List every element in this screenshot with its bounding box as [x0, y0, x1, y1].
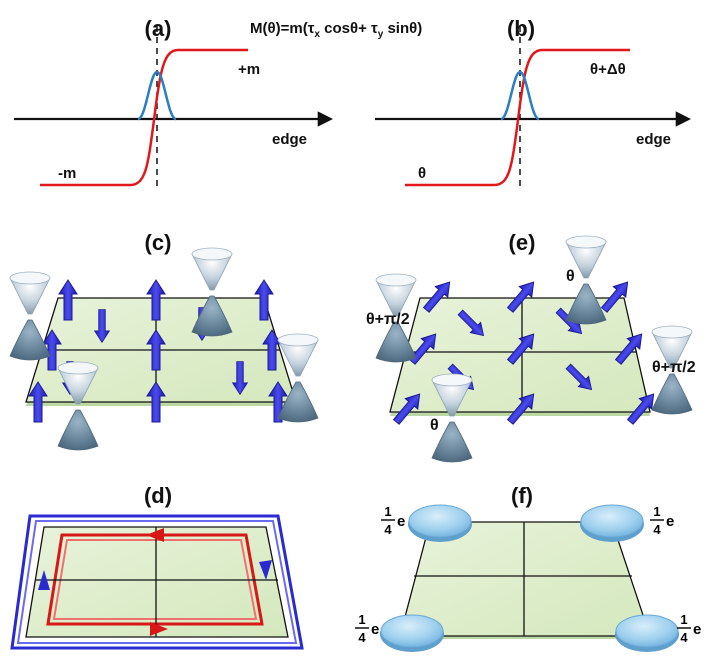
- chevron-down-icon: [259, 560, 272, 580]
- edge-channel-inner: [46, 533, 264, 626]
- dirac-cone-icon: [9, 271, 51, 361]
- theta-label-bottom: θ: [430, 417, 439, 434]
- edge-channel-inner-inner: [52, 539, 258, 620]
- panel-label-c: (c): [145, 230, 172, 255]
- edge-label-a: edge: [272, 131, 307, 148]
- theta-plus-dtheta-label: θ+Δθ: [590, 61, 626, 78]
- minus-m-label: -m: [58, 165, 76, 182]
- svg-text:4: 4: [680, 630, 688, 645]
- svg-text:4: 4: [358, 630, 366, 645]
- svg-text:e: e: [371, 621, 379, 638]
- svg-text:1: 1: [358, 612, 365, 627]
- panel-d: (d): [10, 483, 304, 650]
- bound-state-a: [137, 70, 177, 121]
- charge-blob-br: [615, 614, 679, 652]
- quarter-charge-label-tr: 1 4 e: [650, 504, 674, 537]
- panel-f: (f) 1 4 e 1: [355, 483, 701, 652]
- panel-a: (a) +m -m edge: [14, 16, 334, 190]
- theta-pi-half-label-right: θ+π/2: [652, 359, 696, 376]
- panel-label-a: (a): [145, 16, 172, 41]
- plate-d: [25, 526, 289, 638]
- svg-text:1: 1: [653, 504, 660, 519]
- svg-text:e: e: [666, 513, 674, 530]
- angle-profile-b: [405, 48, 630, 187]
- mass-profile-a: [40, 48, 248, 187]
- charge-blob-tr: [580, 504, 644, 542]
- charge-blob-tl: [408, 504, 472, 542]
- svg-text:e: e: [397, 513, 405, 530]
- panel-label-e: (e): [509, 230, 536, 255]
- chevron-up-icon: [38, 570, 50, 590]
- svg-text:4: 4: [384, 522, 392, 537]
- chevron-left-icon: [146, 528, 164, 542]
- bound-state-b: [500, 70, 540, 121]
- quarter-charge-label-bl: 1 4 e: [355, 612, 379, 645]
- panel-e: (e) θ θ+π/2 θ+π/2 θ: [366, 230, 696, 463]
- svg-text:4: 4: [653, 522, 661, 537]
- panel-c: (c): [9, 230, 319, 451]
- plus-m-label: +m: [238, 61, 260, 78]
- svg-text:e: e: [693, 621, 701, 638]
- svg-text:1: 1: [680, 612, 687, 627]
- panel-b: (b) θ+Δθ θ edge: [375, 16, 692, 190]
- mass-formula: M(θ)=m(τx cosθ+ τy sinθ): [250, 20, 422, 40]
- edge-channel-outer-inner: [16, 520, 298, 644]
- svg-text:1: 1: [384, 504, 391, 519]
- quarter-charge-label-br: 1 4 e: [677, 612, 701, 645]
- panel-label-f: (f): [511, 483, 533, 508]
- edge-label-b: edge: [636, 131, 671, 148]
- theta-label-top: θ: [566, 268, 575, 285]
- quarter-charge-label-tl: 1 4 e: [381, 504, 405, 537]
- theta-label-b: θ: [418, 165, 426, 182]
- edge-channel-outer: [10, 514, 304, 650]
- charge-blob-bl: [380, 614, 444, 652]
- theta-pi-half-label-left: θ+π/2: [366, 311, 410, 328]
- panel-label-b: (b): [507, 16, 535, 41]
- chevron-right-icon: [150, 622, 168, 636]
- panel-label-d: (d): [144, 483, 172, 508]
- dirac-cone-icon: [191, 247, 233, 337]
